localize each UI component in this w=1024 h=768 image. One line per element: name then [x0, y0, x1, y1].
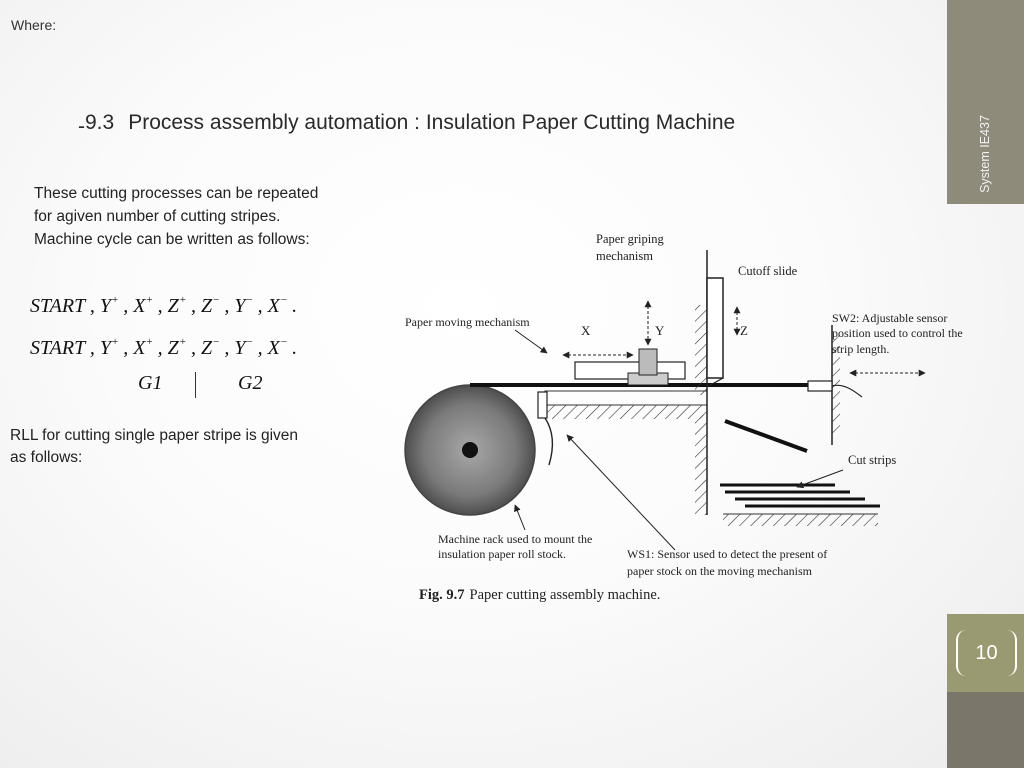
label-y: Y	[655, 323, 665, 338]
paper-cutting-machine-diagram: Paper griping mechanism Cutoff slide Pap…	[404, 232, 963, 603]
group-label-g1: G1	[138, 372, 163, 394]
group-separator	[195, 372, 196, 398]
equation-term: Y+	[99, 336, 119, 359]
intro-line-2: for agiven number of cutting stripes.	[34, 208, 281, 225]
page-number: 10	[956, 630, 1017, 676]
equation-sign: +	[111, 294, 119, 306]
caption-text: Paper cutting assembly machine.	[470, 587, 661, 603]
label-rack-2: insulation paper roll stock.	[438, 547, 566, 561]
equation-sign: +	[179, 336, 186, 348]
sw2-sensor	[807, 380, 833, 392]
label-moving: Paper moving mechanism	[405, 315, 530, 329]
label-x: X	[581, 323, 591, 338]
cycle-equation-1: START , Y+ , X+ , Z+ , Z− , Y− , X− .	[30, 294, 298, 317]
rll-line-2: as follows:	[10, 449, 83, 466]
equation-term: Y−	[234, 294, 253, 317]
group-label-g2: G2	[238, 372, 263, 394]
equation-sign: −	[213, 336, 220, 348]
equation-term: Z+	[167, 336, 186, 359]
equation-start: START	[30, 295, 85, 317]
rll-line-1: RLL for cutting single paper stripe is g…	[10, 427, 299, 444]
label-cutoff: Cutoff slide	[738, 264, 798, 278]
cutoff-slide	[706, 277, 724, 379]
equation-term: Y+	[99, 294, 119, 317]
equation-term: Y−	[234, 336, 253, 359]
course-label: System IE437	[978, 115, 992, 193]
equation-sign: −	[280, 294, 288, 306]
intro-line-3: Machine cycle can be written as follows:	[34, 231, 310, 248]
equation-sign: −	[246, 336, 253, 348]
equation-sign: −	[280, 336, 288, 348]
equation-start: START	[30, 337, 85, 359]
sidebar-top-block	[947, 0, 1024, 204]
ws1-sensor	[537, 391, 548, 419]
label-sw2-3: strip length.	[832, 342, 889, 356]
sidebar-page-block	[947, 614, 1024, 692]
sidebar-bottom-block	[947, 692, 1024, 768]
equation-term: X−	[267, 336, 288, 359]
equation-term: Z+	[167, 294, 186, 317]
label-sw2-2: position used to control the	[832, 326, 963, 340]
griping-mechanism	[638, 348, 658, 376]
equation-sign: −	[213, 294, 220, 306]
label-z: Z	[740, 323, 748, 338]
cycle-equation-2: START , Y+ , X+ , Z+ , Z− , Y− , X− .	[30, 336, 298, 359]
caption-number: Fig. 9.7	[419, 587, 465, 603]
label-griping-1: Paper griping	[596, 232, 664, 246]
where-label: Where:	[11, 17, 57, 33]
equation-sign: +	[111, 336, 119, 348]
label-ws1-1: WS1: Sensor used to detect the present o…	[627, 547, 827, 561]
rll-text: RLL for cutting single paper stripe is g…	[10, 425, 360, 469]
machine-table	[547, 405, 707, 419]
figure-caption: Fig. 9.7 Paper cutting assembly machine.	[419, 587, 660, 603]
equation-term: X−	[267, 294, 288, 317]
equation-sign: +	[179, 294, 186, 306]
equation-end: .	[287, 337, 298, 359]
equation-end: .	[287, 295, 298, 317]
label-cut-strips: Cut strips	[848, 453, 896, 467]
label-griping-2: mechanism	[596, 249, 653, 263]
label-ws1-2: paper stock on the moving mechanism	[627, 564, 813, 578]
equation-term: Z−	[200, 336, 220, 359]
section-number: 9.3	[85, 111, 115, 134]
equation-term: X+	[133, 336, 153, 359]
equation-term: X+	[133, 294, 153, 317]
label-sw2-1: SW2: Adjustable sensor	[832, 311, 947, 325]
equation-term: Z−	[200, 294, 220, 317]
intro-line-1: These cutting processes can be repeated	[34, 185, 319, 202]
falling-strip	[724, 419, 808, 453]
equation-sign: +	[146, 294, 153, 306]
equation-sign: −	[246, 294, 253, 306]
label-rack-1: Machine rack used to mount the	[438, 532, 592, 546]
title-text: Process assembly automation : Insulation…	[128, 111, 736, 134]
roll-hub	[462, 442, 478, 458]
equation-sign: +	[146, 336, 153, 348]
intro-text: These cutting processes can be repeated …	[34, 182, 374, 251]
